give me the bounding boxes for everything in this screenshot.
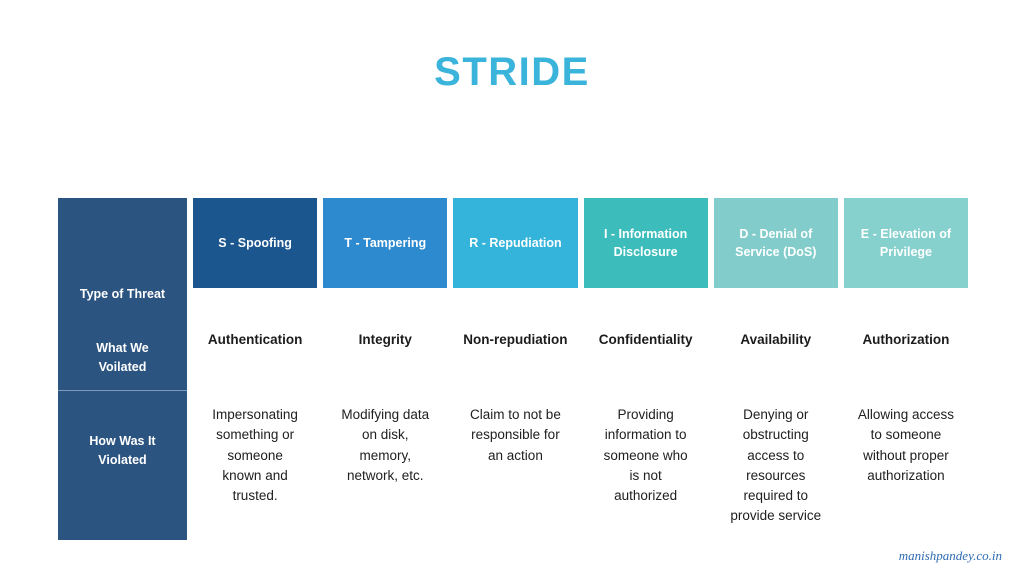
threat-column-elevation-of-privilege: E - Elevation of Privilege Authorization… xyxy=(843,198,969,540)
threat-header-repudiation: R - Repudiation xyxy=(453,198,578,288)
row-label-type-of-threat: Type of Threat xyxy=(79,286,166,301)
threat-column-denial-of-service: D - Denial of Service (DoS) Availability… xyxy=(713,198,838,540)
violated-value-elevation-of-privilege: Authorization xyxy=(862,331,950,347)
how-value-spoofing: Impersonating something or someone known… xyxy=(212,407,298,503)
row-label-block-lower xyxy=(58,391,187,540)
watermark: manishpandey.co.in xyxy=(898,548,1002,563)
threat-header-information-disclosure: I - Information Disclosure xyxy=(583,198,708,288)
threat-column-information-disclosure: I - Information Disclosure Confidentiali… xyxy=(583,198,708,540)
row-label-column: Type of Threat What We Voilated How Was … xyxy=(58,198,187,540)
row-label-what-we-violated: What We Voilated xyxy=(96,341,149,374)
violated-value-denial-of-service: Availability xyxy=(740,331,812,347)
page-title: STRIDE xyxy=(434,50,590,94)
violated-value-information-disclosure: Confidentiality xyxy=(598,331,693,347)
threat-column-repudiation: R - Repudiation Non-repudiation Claim to… xyxy=(453,198,578,540)
threat-header-tampering: T - Tampering xyxy=(323,198,448,288)
threat-column-spoofing: S - Spoofing Authentication Impersonatin… xyxy=(193,198,318,540)
how-value-tampering: Modifying data on disk, memory, network,… xyxy=(341,407,430,483)
threat-header-elevation-of-privilege: E - Elevation of Privilege xyxy=(843,198,969,288)
threat-column-tampering: T - Tampering Integrity Modifying data o… xyxy=(323,198,448,540)
how-value-information-disclosure: Providing information to someone who is … xyxy=(603,407,688,503)
stride-table: Type of Threat What We Voilated How Was … xyxy=(58,198,969,540)
violated-value-spoofing: Authentication xyxy=(207,331,303,347)
how-value-elevation-of-privilege: Allowing access to someone without prope… xyxy=(857,407,954,483)
row-divider xyxy=(58,390,187,391)
threat-columns: S - Spoofing Authentication Impersonatin… xyxy=(193,198,969,540)
violated-value-tampering: Integrity xyxy=(358,331,412,347)
row-label-how-was-it-violated: How Was It Violated xyxy=(89,434,156,467)
threat-header-spoofing: S - Spoofing xyxy=(193,198,318,288)
how-value-denial-of-service: Denying or obstructing access to resourc… xyxy=(730,407,822,524)
violated-value-repudiation: Non-repudiation xyxy=(463,331,568,347)
how-value-repudiation: Claim to not be responsible for an actio… xyxy=(470,407,561,463)
row-label-block-upper xyxy=(58,198,187,390)
threat-header-denial-of-service: D - Denial of Service (DoS) xyxy=(713,198,838,288)
